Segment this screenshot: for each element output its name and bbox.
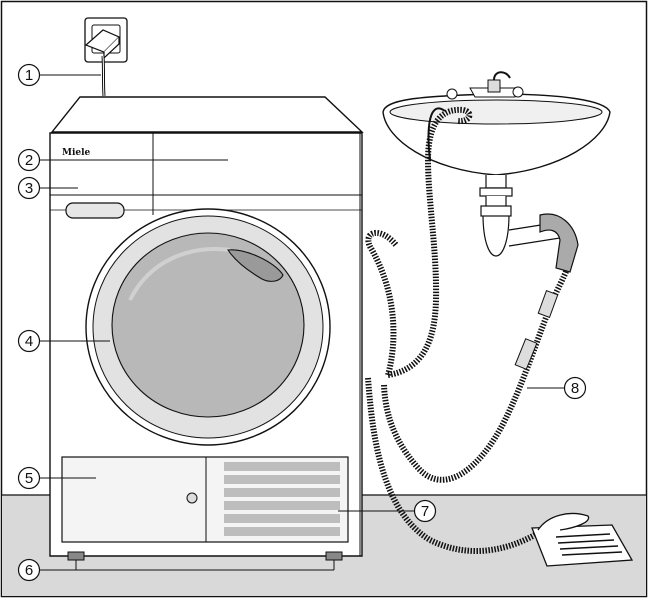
brand-logo: Miele (62, 148, 91, 158)
svg-text:6: 6 (25, 562, 33, 579)
callout-3: 3 (17, 176, 78, 200)
plinth-release-button (186, 492, 198, 504)
wash-basin (382, 71, 611, 257)
svg-text:8: 8 (571, 380, 579, 397)
callout-5: 5 (17, 466, 96, 490)
door (85, 208, 331, 446)
callout-8: 8 (527, 376, 587, 400)
foot-left (67, 551, 85, 561)
drain-hose (365, 106, 573, 483)
dryer-top (50, 96, 364, 133)
wall-socket (84, 17, 128, 63)
foot-right (325, 551, 343, 561)
svg-text:3: 3 (25, 180, 33, 197)
callout-6: 6 (17, 558, 335, 582)
callout-4: 4 (17, 329, 110, 353)
svg-text:2: 2 (25, 152, 33, 169)
svg-text:4: 4 (25, 333, 33, 350)
callout-1: 1 (17, 63, 101, 87)
drawer-handle (65, 202, 125, 219)
hose-connector (514, 213, 579, 370)
drip-tray (531, 512, 634, 567)
callout-7: 7 (338, 499, 437, 523)
door-handle (227, 249, 284, 282)
air-inlet-grille (224, 462, 340, 536)
callout-2: 2 (17, 148, 228, 172)
svg-text:1: 1 (25, 67, 33, 84)
svg-text:7: 7 (421, 503, 429, 520)
svg-text:5: 5 (25, 470, 33, 487)
dryer: Miele (49, 96, 364, 561)
